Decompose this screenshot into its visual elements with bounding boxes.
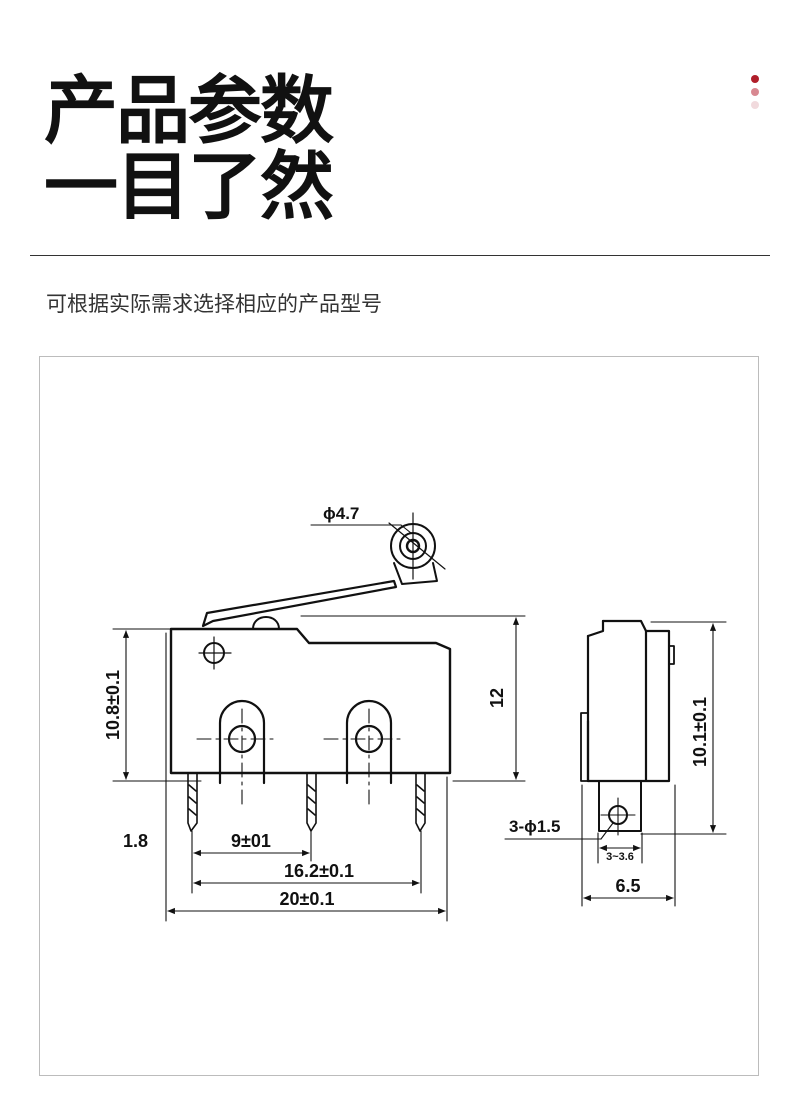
drawing-frame: ϕ4.7 10.8±0.1 12 1.8 9±01 16.2±0.1 20±0.…: [39, 356, 759, 1076]
subtitle: 可根据实际需求选择相应的产品型号: [46, 292, 382, 316]
header-divider: [30, 255, 770, 256]
hole-label: 3-ϕ1.5: [509, 817, 561, 836]
front-view: [169, 512, 452, 832]
front-dimensions: [112, 524, 526, 922]
actuator-button: [252, 616, 280, 630]
body-height-label: 12: [487, 688, 507, 708]
side-body: [586, 629, 671, 783]
switch-body: [169, 627, 452, 775]
side-height-label: 10.1±0.1: [690, 697, 710, 767]
decorative-dots: [751, 75, 761, 114]
pivot-hole: [198, 636, 232, 670]
dimension-labels: ϕ4.7 10.8±0.1 12 1.8 9±01 16.2±0.1 20±0.…: [103, 504, 710, 909]
roller-diameter-label: ϕ4.7: [323, 504, 359, 523]
dot-3: [751, 101, 759, 109]
roller: [388, 512, 446, 585]
hole-span-label: 3~3.6: [606, 851, 634, 863]
height-label: 10.8±0.1: [103, 670, 123, 740]
dimension-drawing: ϕ4.7 10.8±0.1 12 1.8 9±01 16.2±0.1 20±0.…: [103, 504, 727, 922]
mounting-hole-right: [323, 699, 405, 806]
pitch-9-label: 9±01: [231, 831, 271, 851]
dot-2: [751, 88, 759, 96]
side-dimensions: [504, 621, 727, 907]
dot-1: [751, 75, 759, 83]
title-line-1: 产品参数: [44, 68, 334, 154]
terminals: [187, 772, 426, 832]
span-16-label: 16.2±0.1: [284, 861, 354, 881]
terminal-offset-label: 1.8: [123, 831, 148, 851]
length-20-label: 20±0.1: [280, 889, 335, 909]
thickness-label: 6.5: [615, 876, 640, 896]
lever-arm: [201, 579, 398, 628]
title-line-2: 一目了然: [44, 144, 334, 230]
mounting-hole-left: [196, 699, 278, 806]
side-view: [580, 619, 675, 836]
